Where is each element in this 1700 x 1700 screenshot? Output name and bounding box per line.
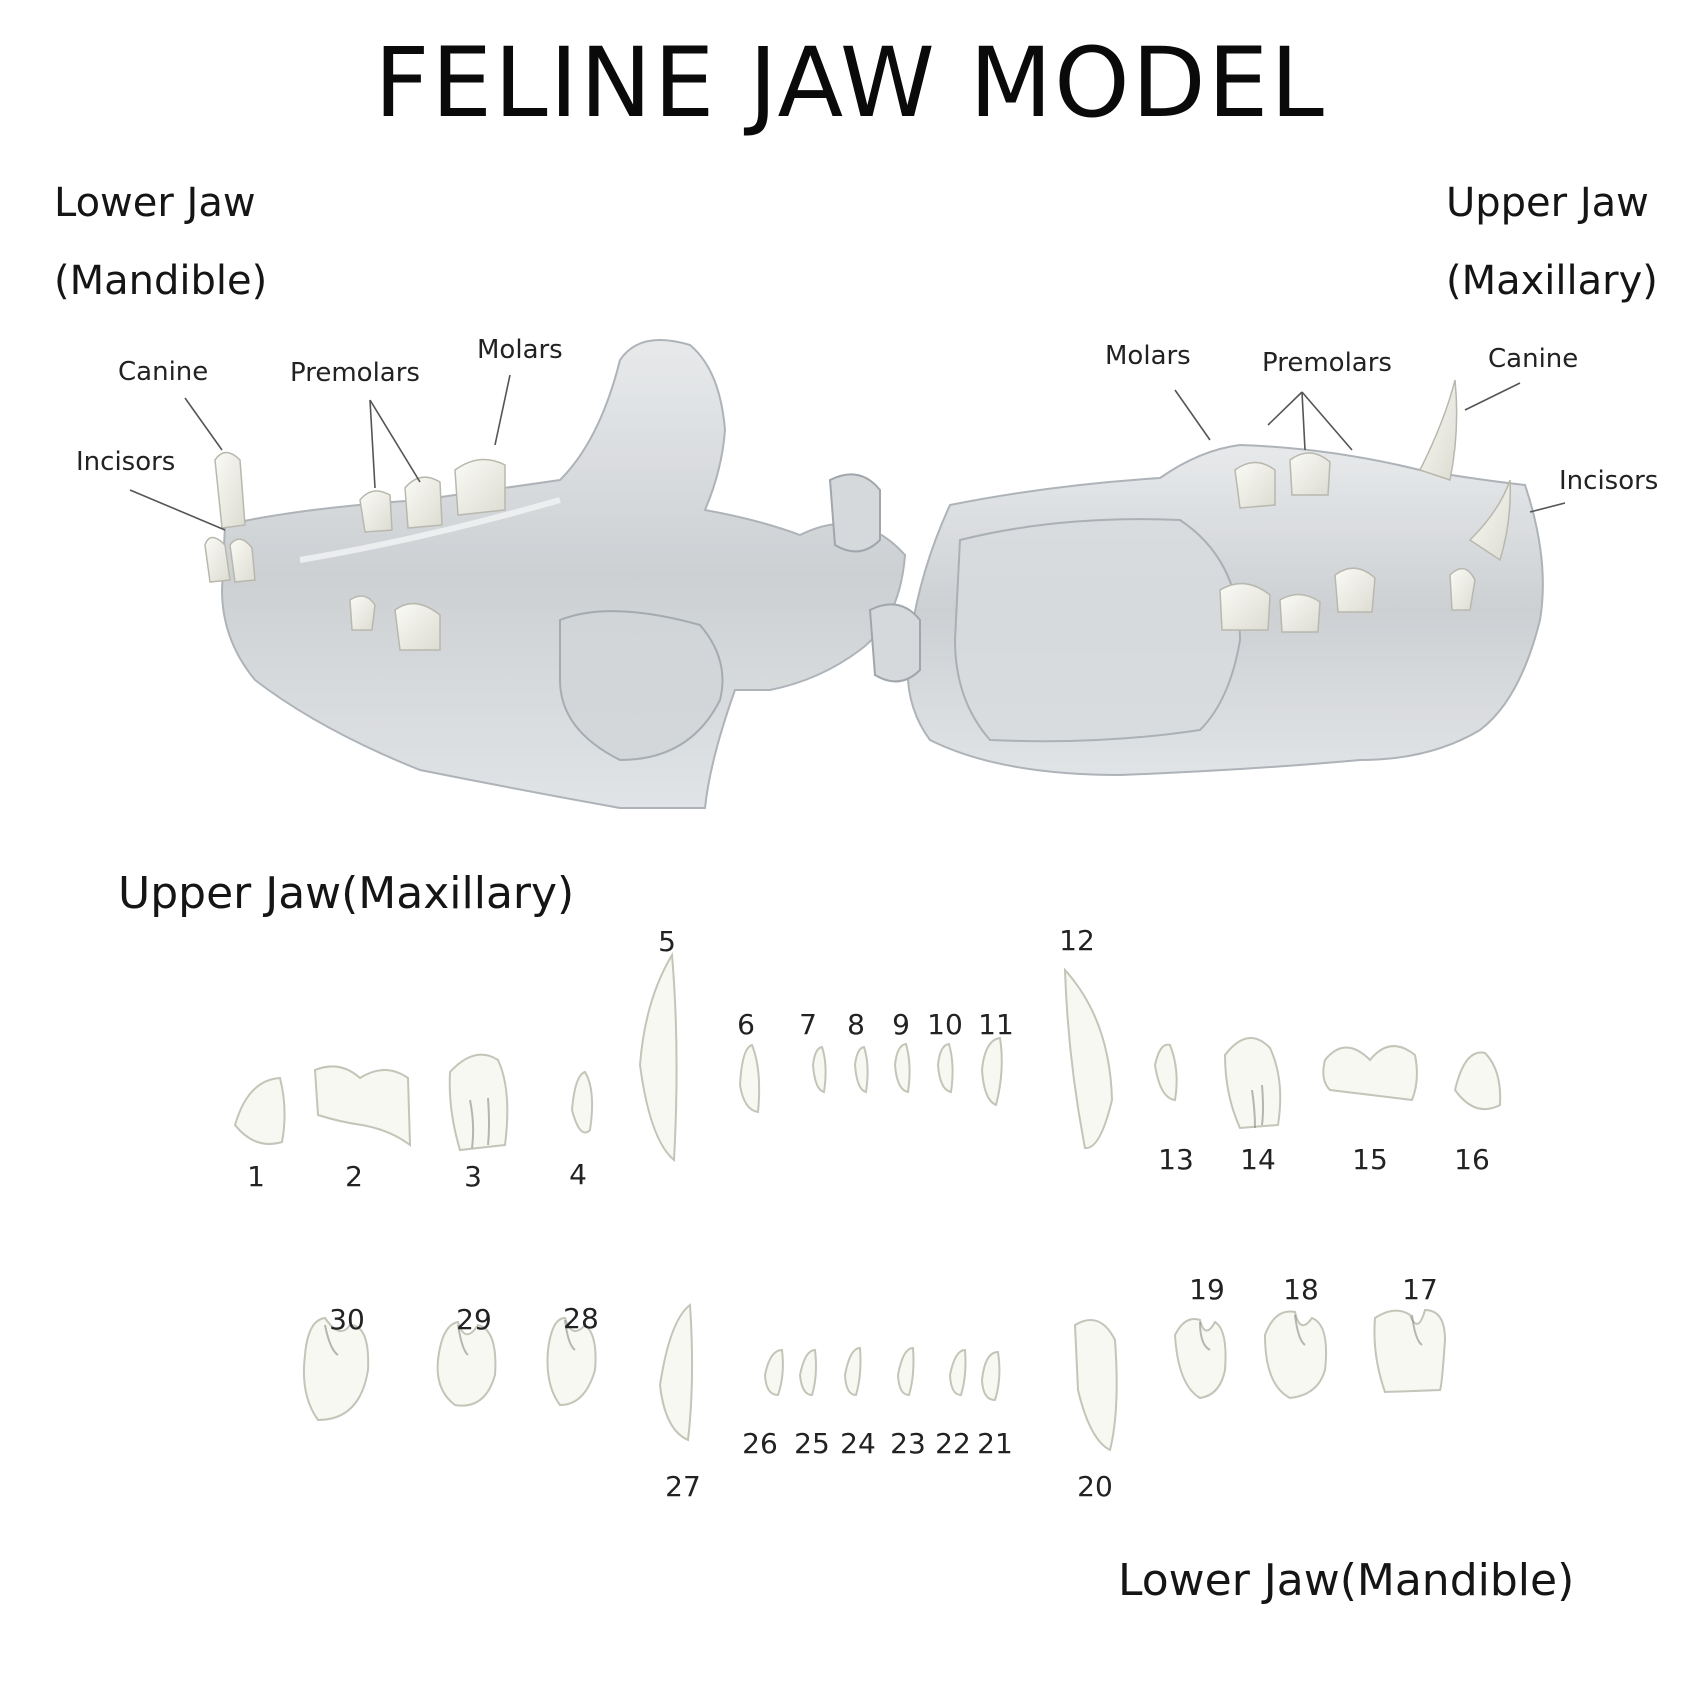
tooth-16 [1453, 1051, 1502, 1110]
tooth-number-26: 26 [742, 1427, 778, 1460]
lower-row-heading: Lower Jaw(Mandible) [1118, 1555, 1575, 1606]
tooth-9 [893, 1042, 911, 1094]
upper-jaw-heading-line2: (Maxillary) [1446, 258, 1658, 304]
tooth-12 [1063, 967, 1114, 1150]
tooth-number-29: 29 [456, 1303, 492, 1336]
tooth-21 [980, 1350, 1001, 1402]
tooth-10 [936, 1042, 954, 1094]
leader-lines [129, 374, 1566, 531]
tooth-number-7: 7 [799, 1008, 817, 1041]
tooth-number-2: 2 [345, 1160, 363, 1193]
tooth-1 [233, 1076, 286, 1145]
tooth-20 [1073, 1319, 1118, 1452]
lower-jaw-heading-line1: Lower Jaw [54, 180, 256, 226]
label-upper-molars: Molars [1105, 341, 1191, 371]
tooth-8 [853, 1045, 869, 1094]
tooth-30 [302, 1316, 370, 1422]
tooth-4 [570, 1070, 594, 1134]
tooth-number-8: 8 [847, 1008, 865, 1041]
mandible-model [220, 339, 907, 809]
tooth-3 [448, 1053, 509, 1152]
tooth-25 [798, 1348, 817, 1397]
tooth-number-20: 20 [1077, 1470, 1113, 1503]
tooth-28 [546, 1316, 597, 1407]
upper-row-heading: Upper Jaw(Maxillary) [118, 868, 575, 919]
tooth-11 [980, 1036, 1003, 1107]
tooth-number-25: 25 [794, 1427, 830, 1460]
label-upper-premolars: Premolars [1262, 348, 1392, 378]
tooth-17 [1373, 1308, 1447, 1394]
tooth-22 [948, 1348, 967, 1397]
tooth-number-27: 27 [665, 1470, 701, 1503]
tooth-number-28: 28 [563, 1302, 599, 1335]
tooth-26 [763, 1348, 784, 1397]
label-upper-canine: Canine [1488, 344, 1579, 374]
tooth-number-23: 23 [890, 1427, 926, 1460]
tooth-number-18: 18 [1283, 1273, 1319, 1306]
upper-jaw-heading: Upper Jaw (Maxillary) [1446, 164, 1658, 320]
tooth-number-16: 16 [1454, 1143, 1490, 1176]
tooth-number-11: 11 [978, 1008, 1014, 1041]
lower-jaw-heading: Lower Jaw (Mandible) [54, 164, 267, 320]
tooth-number-21: 21 [977, 1427, 1013, 1460]
tooth-number-4: 4 [569, 1158, 587, 1191]
tooth-13 [1153, 1043, 1178, 1102]
tooth-number-10: 10 [927, 1008, 963, 1041]
label-lower-canine: Canine [118, 357, 209, 387]
tooth-number-1: 1 [247, 1160, 265, 1193]
tooth-number-13: 13 [1158, 1143, 1194, 1176]
tooth-number-5: 5 [658, 925, 676, 958]
tooth-number-22: 22 [935, 1427, 971, 1460]
tooth-15 [1322, 1045, 1418, 1102]
tooth-27 [658, 1303, 694, 1442]
tooth-29 [436, 1320, 497, 1407]
label-lower-premolars: Premolars [290, 358, 420, 388]
tooth-24 [843, 1346, 862, 1397]
label-lower-molars: Molars [477, 335, 563, 365]
upper-jaw-heading-line1: Upper Jaw [1446, 180, 1649, 226]
tooth-number-17: 17 [1402, 1273, 1438, 1306]
tooth-5 [638, 951, 678, 1163]
tooth-number-12: 12 [1059, 924, 1095, 957]
mandible-teeth [204, 451, 506, 651]
tooth-2 [313, 1065, 412, 1148]
page-title: FELINE JAW MODEL [374, 27, 1326, 139]
tooth-number-3: 3 [464, 1160, 482, 1193]
tooth-6 [738, 1043, 761, 1114]
lower-jaw-heading-line2: (Mandible) [54, 258, 268, 304]
label-upper-incisors: Incisors [1559, 466, 1659, 496]
tooth-number-19: 19 [1189, 1273, 1225, 1306]
tooth-number-24: 24 [840, 1427, 876, 1460]
tooth-number-9: 9 [892, 1008, 910, 1041]
tooth-18 [1263, 1310, 1328, 1400]
maxilla-teeth [1219, 379, 1512, 633]
tooth-number-6: 6 [737, 1008, 755, 1041]
tooth-23 [896, 1346, 915, 1397]
label-lower-incisors: Incisors [76, 447, 176, 477]
tooth-number-15: 15 [1352, 1143, 1388, 1176]
tooth-7 [811, 1045, 827, 1094]
tooth-number-30: 30 [329, 1303, 365, 1336]
tooth-19 [1173, 1318, 1227, 1400]
tooth-number-14: 14 [1240, 1143, 1276, 1176]
tooth-14 [1223, 1037, 1282, 1130]
